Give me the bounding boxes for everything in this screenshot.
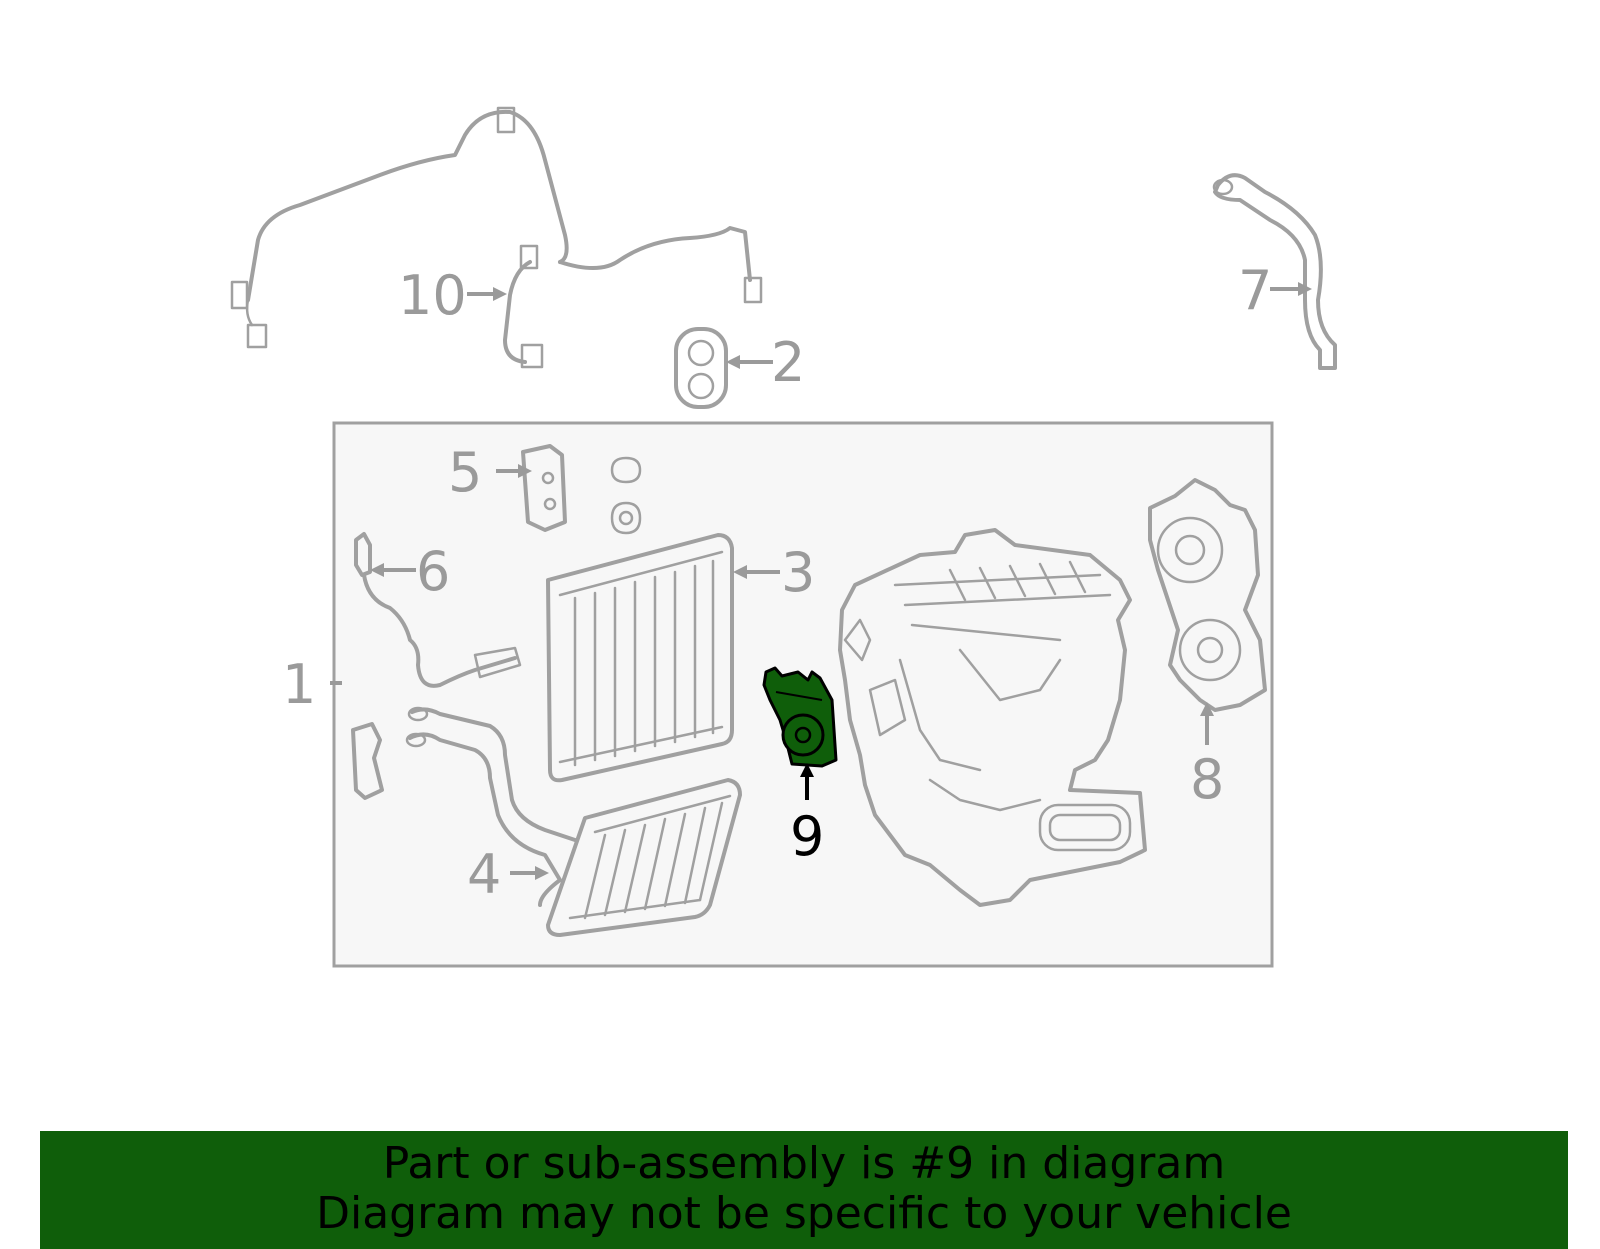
callout-4: 4: [467, 843, 501, 906]
actuator-gear-hub: [794, 726, 812, 744]
part-5-expansion-valve[interactable]: [521, 444, 567, 532]
part-10-wire-harness[interactable]: [230, 106, 763, 369]
callout-arrows: [330, 282, 1312, 880]
hvac-housing: [838, 528, 1147, 907]
callout-7: 7: [1238, 259, 1272, 322]
o-rings: [610, 456, 642, 535]
parts-diagram: 1 2 3 4 5 6 7 8 9 10: [230, 106, 1337, 968]
banner-line-1: Part or sub-assembly is #9 in diagram: [382, 1138, 1226, 1189]
info-banner: Part or sub-assembly is #9 in diagram Di…: [40, 1131, 1568, 1249]
part-6-sensor-wire[interactable]: [354, 532, 522, 688]
callout-5: 5: [448, 441, 482, 504]
heater-core-fins: [583, 801, 724, 920]
evaporator-fins: [573, 559, 715, 767]
callout-9: 9: [790, 805, 824, 868]
part-3-evaporator[interactable]: [546, 533, 734, 783]
part-4-heater-core[interactable]: [405, 706, 742, 937]
part-2-grommet[interactable]: [674, 327, 728, 409]
callout-2: 2: [771, 331, 805, 394]
callout-8: 8: [1190, 748, 1224, 811]
callout-1: 1: [282, 653, 316, 716]
callout-6: 6: [416, 540, 450, 603]
banner-line-2: Diagram may not be specific to your vehi…: [316, 1188, 1292, 1239]
callout-3: 3: [781, 541, 815, 604]
part-9-actuator[interactable]: [762, 666, 838, 768]
callout-10: 10: [398, 264, 467, 327]
bracket: [351, 722, 384, 800]
part-7-hose[interactable]: [1212, 173, 1337, 370]
part-8-blower-assembly[interactable]: [1148, 478, 1267, 712]
